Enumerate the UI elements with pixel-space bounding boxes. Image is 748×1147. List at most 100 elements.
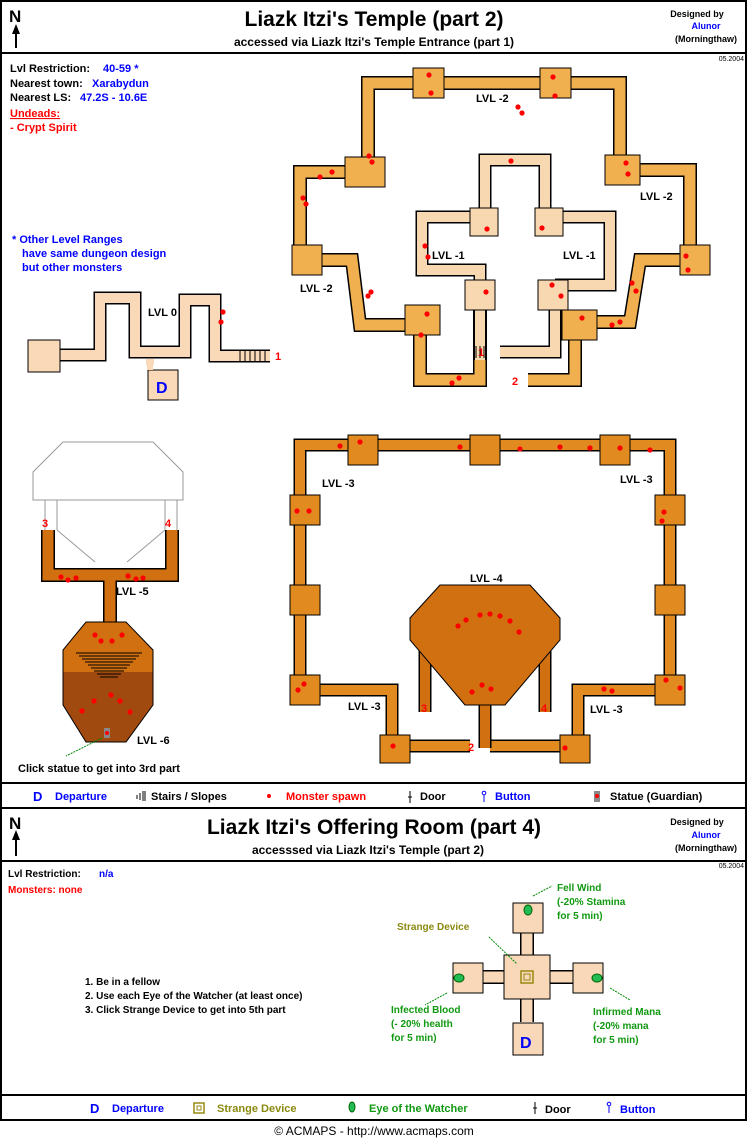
spawn-dot [368,289,374,295]
infected-blood-effect: (- 20% health [391,1019,453,1030]
nearest-ls-value: 47.2S - 10.6E [80,92,147,104]
strange-device-icon[interactable] [520,970,534,984]
spawn-dot [79,708,85,714]
infirmed-mana-label: Infirmed Mana [593,1007,661,1018]
legend-door: Door [545,1104,571,1116]
level-label: LVL -2 [300,283,333,295]
spawn-dot [294,508,300,514]
spawn-dot [539,225,545,231]
spawn-dot [549,282,555,288]
level-label: LVL -3 [590,704,623,716]
spawn-dot [119,632,125,638]
spawn-dot [515,104,521,110]
legend2-frame [0,1094,747,1121]
spawn-dot [661,509,667,515]
spawn-dot [357,439,363,445]
step-item: 3. Click Strange Device to get into 5th … [85,1005,286,1016]
legend-departure: Departure [55,791,107,803]
offering-room [452,902,604,1056]
lvl-restriction-value: n/a [99,869,114,880]
page-title: Liazk Itzi's Temple (part 2) [245,8,504,31]
spawn-dot [127,709,133,715]
spawn-dot [659,518,665,524]
spawn-dot [455,623,461,629]
spawn-dot [617,319,623,325]
eye-of-watcher-icon[interactable] [523,904,533,916]
spawn-dot [647,447,653,453]
spawn-dot [457,444,463,450]
eye-of-watcher-icon[interactable] [453,973,465,983]
level-minus-4 [409,584,561,748]
statue-note: Click statue to get into 3rd part [18,763,180,775]
spawn-dot [449,380,455,386]
spawn-dot [456,375,462,381]
departure-icon: D [33,789,42,804]
legend-device: Strange Device [217,1103,296,1115]
server-name: (Morningthaw) [675,34,737,44]
level-label: LVL -6 [137,735,170,747]
level-minus-5 [32,441,184,622]
spawn-dot [306,508,312,514]
spawn-dot [517,446,523,452]
stairs-icon [76,652,142,678]
north-arrow-icon: N [9,814,21,856]
server-name: (Morningthaw) [675,843,737,853]
spawn-dot [301,681,307,687]
spawn-dot [562,745,568,751]
spawn-dot [109,638,115,644]
spawn-dot [484,226,490,232]
door-icon [533,1102,537,1114]
page-subtitle: accesssed via Liazk Itzi's Temple (part … [252,843,484,857]
spawn-dot [426,72,432,78]
spawn-dot [487,611,493,617]
spawn-dot [337,443,343,449]
footer-copyright[interactable]: © ACMAPS - http://www.acmaps.com [274,1124,474,1138]
legend-button: Button [495,791,531,803]
spawn-dot [552,93,558,99]
spawn-dot [609,688,615,694]
level-label: LVL -1 [563,250,596,262]
spawn-dot [469,689,475,695]
spawn-dot [295,687,301,693]
spawn-dot [108,692,114,698]
level-label: LVL -2 [476,93,509,105]
spawn-dot [516,629,522,635]
legend-stairs: Stairs / Slopes [151,791,227,803]
level-minus-1 [415,153,617,360]
spawn-icon [267,794,271,798]
level-minus-3 [289,434,686,764]
page-title: Liazk Itzi's Offering Room (part 4) [207,816,541,839]
spawn-dot [625,171,631,177]
spawn-dot [424,311,430,317]
spawn-dot [609,322,615,328]
spawn-dot [422,243,428,249]
statue-icon[interactable] [104,728,110,738]
spawn-dot [140,575,146,581]
link-marker: 1 [478,347,484,359]
level-label: LVL 0 [148,307,177,319]
eye-of-watcher-icon[interactable] [591,973,603,983]
infirmed-mana-effect: (-20% mana [593,1021,649,1032]
north-arrow-icon: N [9,7,21,48]
spawn-dot [463,617,469,623]
link-marker: 3 [42,518,48,530]
spawn-dot [300,195,306,201]
statue-icon [594,791,600,802]
spawn-dot [663,677,669,683]
level-0 [27,291,270,401]
spawn-dot [98,638,104,644]
designer-name: Alunor [692,21,721,31]
spawn-points [58,72,691,751]
door-icon [408,791,412,803]
level-label: LVL -4 [470,573,503,585]
lvl-restriction-label: Lvl Restriction: [10,63,90,75]
undead-item: - Crypt Spirit [10,122,77,134]
fell-wind-effect: (-20% Stamina [557,897,626,908]
designer-name: Alunor [692,830,721,840]
spawn-dot [685,267,691,273]
spawn-dot [92,632,98,638]
legend-eye: Eye of the Watcher [369,1103,468,1115]
map-date: 05.2004 [719,56,744,63]
spawn-dot [550,74,556,80]
spawn-dot [366,153,372,159]
